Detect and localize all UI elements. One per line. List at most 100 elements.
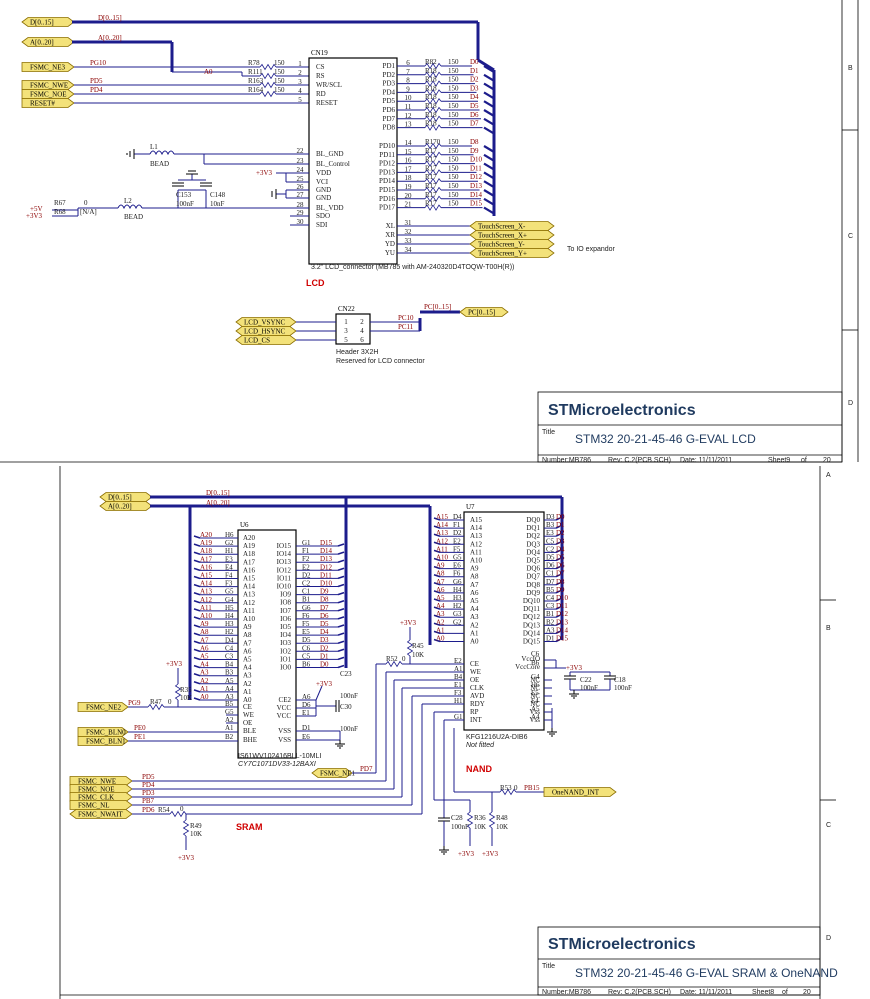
nand-addr-net: A7 bbox=[436, 578, 445, 586]
net-port: LCD_HSYNC bbox=[235, 326, 297, 336]
lcd-buses bbox=[72, 20, 480, 73]
resistor-symbol bbox=[182, 819, 190, 837]
data-resistor-ref: R17 bbox=[425, 164, 437, 172]
port-label: FSMC_BLN1 bbox=[86, 738, 126, 746]
cn19-pin-number: 1 bbox=[298, 60, 302, 68]
tb1-title-label: Title bbox=[542, 429, 555, 436]
nand-dq-name: DQ6 bbox=[526, 565, 540, 573]
sram-io-name: IO5 bbox=[280, 623, 291, 631]
sram-addr-net: A10 bbox=[200, 612, 213, 620]
sram-io-name: IO9 bbox=[280, 591, 291, 599]
data-net: D14 bbox=[470, 191, 483, 199]
port-label: A[0..20] bbox=[30, 39, 54, 47]
data-resistor-value: 150 bbox=[448, 111, 459, 119]
nand-ball: D1 bbox=[546, 635, 555, 643]
port-label: OneNAND_INT bbox=[552, 789, 600, 797]
nand-data-net: D13 bbox=[556, 618, 569, 626]
nand-pin-name: A9 bbox=[470, 565, 479, 573]
bus-entry bbox=[193, 681, 201, 685]
nand-addr-net: A0 bbox=[436, 635, 445, 643]
nand-pin-name: A12 bbox=[470, 540, 483, 548]
nand-pin-name: A10 bbox=[470, 557, 483, 565]
net-port: LCD_CS bbox=[235, 335, 297, 345]
bottom-zone-letters: A B C D bbox=[826, 472, 831, 942]
resistor-symbol bbox=[259, 81, 277, 89]
port-label: FSMC_BLN0 bbox=[86, 729, 126, 737]
bus-entry bbox=[555, 533, 561, 537]
port-shape bbox=[21, 62, 75, 72]
bus-entry bbox=[193, 656, 201, 661]
nand-ball: C6 bbox=[531, 650, 540, 658]
port-shape bbox=[21, 98, 75, 108]
c22-value: 100nF bbox=[580, 684, 598, 692]
nand-dq-name: DQ0 bbox=[526, 516, 540, 524]
cn19-pin-number: 9 bbox=[406, 85, 410, 93]
sram-ball: D2 bbox=[302, 571, 311, 579]
port-shape bbox=[543, 787, 617, 797]
bus-entry bbox=[433, 622, 441, 627]
data-resistor-value: 150 bbox=[448, 102, 459, 110]
bus-entry bbox=[483, 126, 495, 135]
sram-addr-net: A1 bbox=[200, 685, 209, 693]
ctrl-resistor-value: 150 bbox=[274, 77, 285, 85]
c30-ref: C30 bbox=[340, 703, 352, 711]
nand-pin-name: A13 bbox=[470, 532, 483, 540]
nand-data-net: D9 bbox=[556, 586, 565, 594]
tb2-title: STM32 20-21-45-46 G-EVAL SRAM & OneNAND bbox=[575, 966, 838, 980]
sram-ball: D1 bbox=[302, 724, 311, 732]
c153-value: 100nF bbox=[176, 200, 194, 208]
sram-addr-net: A8 bbox=[200, 628, 209, 636]
bus-entry bbox=[433, 517, 441, 521]
c148-value: 10nF bbox=[210, 200, 225, 208]
net-pg9: PG9 bbox=[128, 699, 141, 707]
sram-ctrl-name: VSS bbox=[278, 736, 291, 744]
nand-ball: C4 bbox=[546, 594, 555, 602]
nand-ctrl-name: RP bbox=[470, 708, 479, 716]
nand-nc-name: Vss bbox=[529, 716, 540, 724]
resistor-symbol bbox=[424, 124, 442, 131]
sram-ball: C5 bbox=[302, 652, 311, 660]
c153-ref: C153 bbox=[176, 191, 192, 199]
net-port: TouchScreen_X+ bbox=[469, 230, 555, 240]
cn19-pin-number: 10 bbox=[405, 94, 413, 102]
top-zone-letters: B C D bbox=[848, 65, 853, 407]
sram-addr-net: A19 bbox=[200, 539, 213, 547]
bus-entry bbox=[483, 162, 495, 171]
cn19-pin-name: RD bbox=[316, 90, 326, 98]
tb1-date: Date: 11/11/2011 bbox=[680, 457, 732, 464]
cn19-pin-number: 4 bbox=[298, 87, 302, 95]
resistor-symbol bbox=[259, 63, 277, 71]
data-net: D15 bbox=[470, 200, 483, 208]
sram-addr-net: A7 bbox=[200, 636, 209, 644]
port-shape bbox=[69, 784, 133, 794]
net-port: FSMC_NWE bbox=[69, 776, 133, 786]
nand-ctrl-name: WE bbox=[470, 668, 481, 676]
sram-data-net: D10 bbox=[320, 580, 333, 588]
sram-data-net: D14 bbox=[320, 547, 333, 555]
sram-data-net: D11 bbox=[320, 571, 332, 579]
sram-pin-name: A8 bbox=[243, 631, 252, 639]
r36-ref: R36 bbox=[474, 814, 486, 822]
bus-entry bbox=[193, 600, 201, 604]
sram-ctrl-name: VCC bbox=[277, 712, 292, 720]
port-label: FSMC_NE1 bbox=[320, 770, 356, 778]
cn19-pin-number: 25 bbox=[297, 175, 305, 183]
sram-io-name: IO15 bbox=[277, 542, 292, 550]
sram-pin-name: A11 bbox=[243, 607, 255, 615]
bus-entry bbox=[555, 525, 561, 529]
lcd-power-section bbox=[52, 149, 309, 217]
tb2-of: of bbox=[782, 989, 788, 996]
r68-ref: R68 bbox=[54, 208, 66, 216]
cn19-pin-number: 19 bbox=[405, 183, 413, 191]
zone-letter: B bbox=[826, 625, 831, 632]
sram-io-name: IO1 bbox=[280, 655, 291, 663]
u7-fitted: Not fitted bbox=[466, 742, 495, 749]
bus-entry bbox=[433, 549, 441, 554]
nand-addr-net: A14 bbox=[436, 521, 449, 529]
sram-ball: F3 bbox=[225, 580, 233, 588]
sram-ball: B1 bbox=[302, 596, 311, 604]
nand-ball: G6 bbox=[453, 578, 462, 586]
nand-data-net: D6 bbox=[556, 562, 565, 570]
ctrl-resistor-value: 150 bbox=[274, 59, 285, 67]
data-resistor-value: 150 bbox=[448, 120, 459, 128]
